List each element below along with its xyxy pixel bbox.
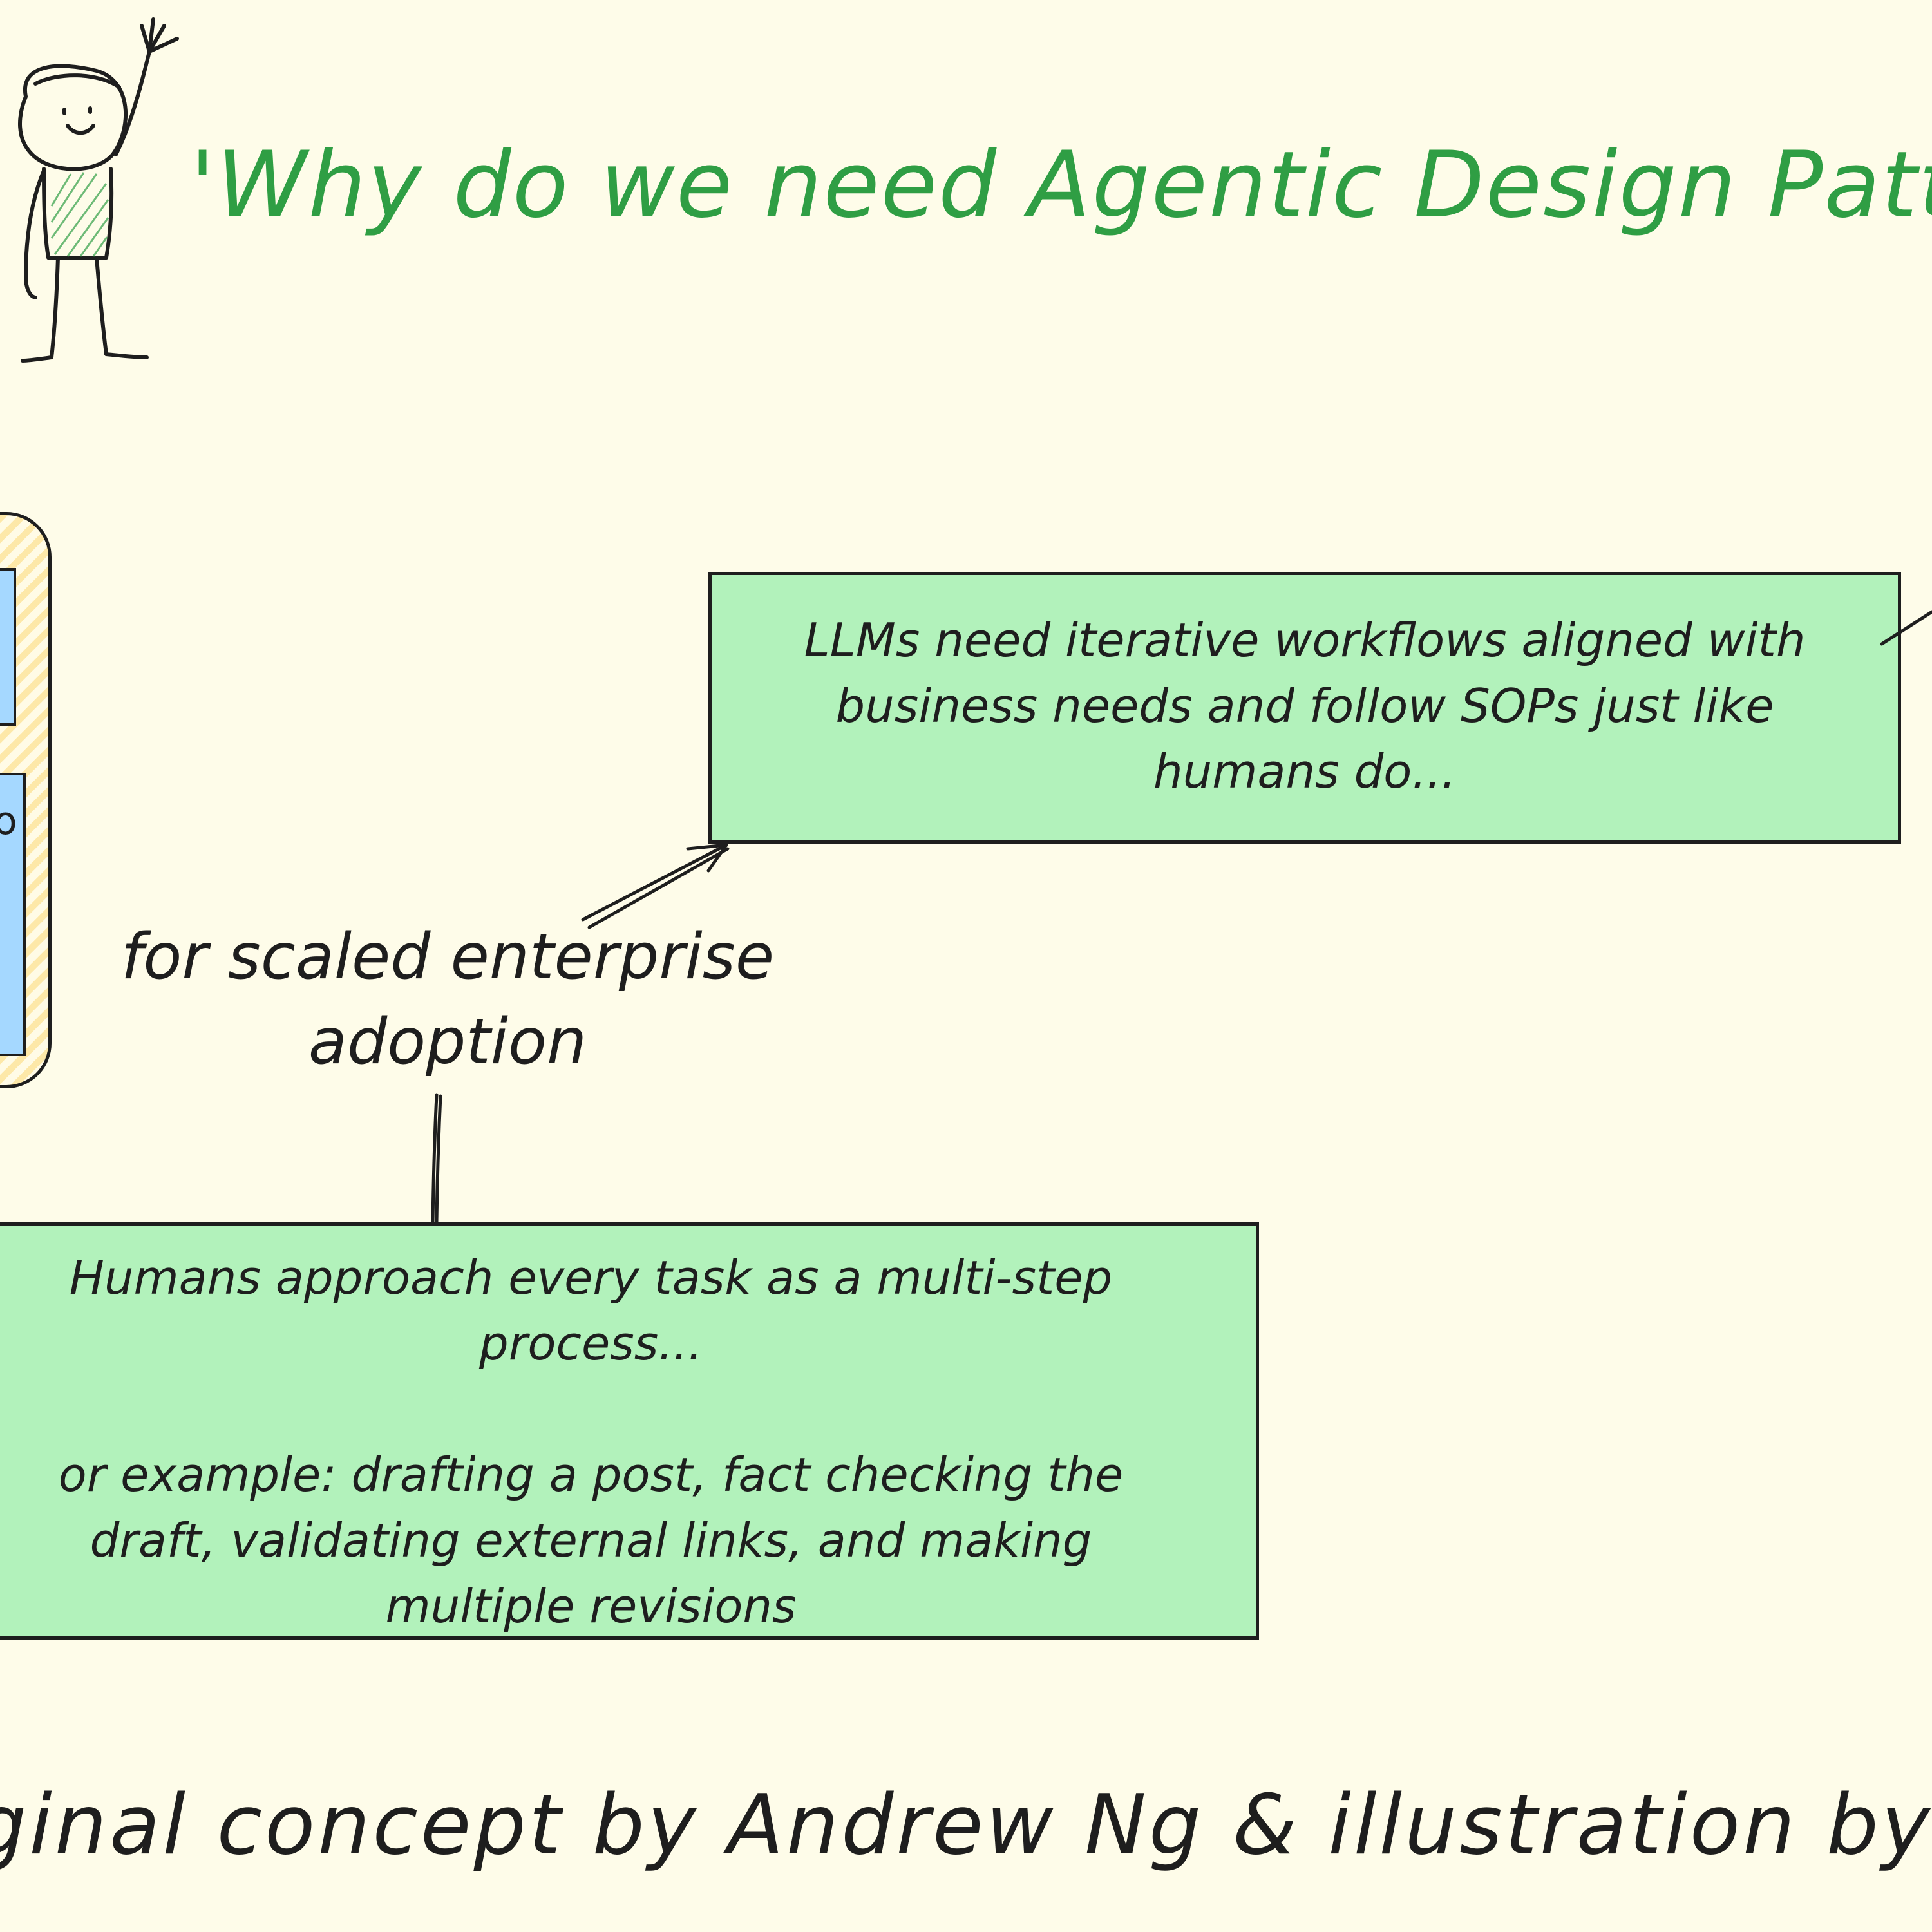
human-example-line: or example: drafting a post, fact checki… <box>58 1448 1124 1502</box>
llm-note-line: LLMs need iterative workflows aligned wi… <box>804 613 1806 667</box>
scaled-label-line: adoption <box>308 1005 587 1079</box>
human-example-line: multiple revisions <box>385 1579 797 1633</box>
llm-note-line: business needs and follow SOPs just like <box>835 679 1774 733</box>
human-example-line: draft, validating external links, and ma… <box>90 1513 1092 1567</box>
left-panel-glyph: o <box>0 799 17 844</box>
human-note-spacer <box>0 1376 1256 1442</box>
credit-line: ginal concept by Andrew Ng & illustratio… <box>0 1777 1932 1873</box>
diagram-title: 'Why do we need Agentic Design Patter <box>190 132 1932 238</box>
arrow-icon <box>581 843 728 922</box>
llm-note-line: humans do... <box>1153 744 1456 799</box>
left-panel-block-bottom <box>0 773 26 1056</box>
left-panel-block-top <box>0 568 16 726</box>
human-note-line: process... <box>479 1316 703 1370</box>
scaled-label-line: for scaled enterprise <box>120 920 775 994</box>
scaled-adoption-label: for scaled enterprise adoption <box>77 914 818 1084</box>
human-note-line: Humans approach every task as a multi-st… <box>69 1251 1113 1305</box>
human-process-note: Humans approach every task as a multi-st… <box>0 1222 1259 1640</box>
llm-workflow-note: LLMs need iterative workflows aligned wi… <box>708 572 1901 844</box>
